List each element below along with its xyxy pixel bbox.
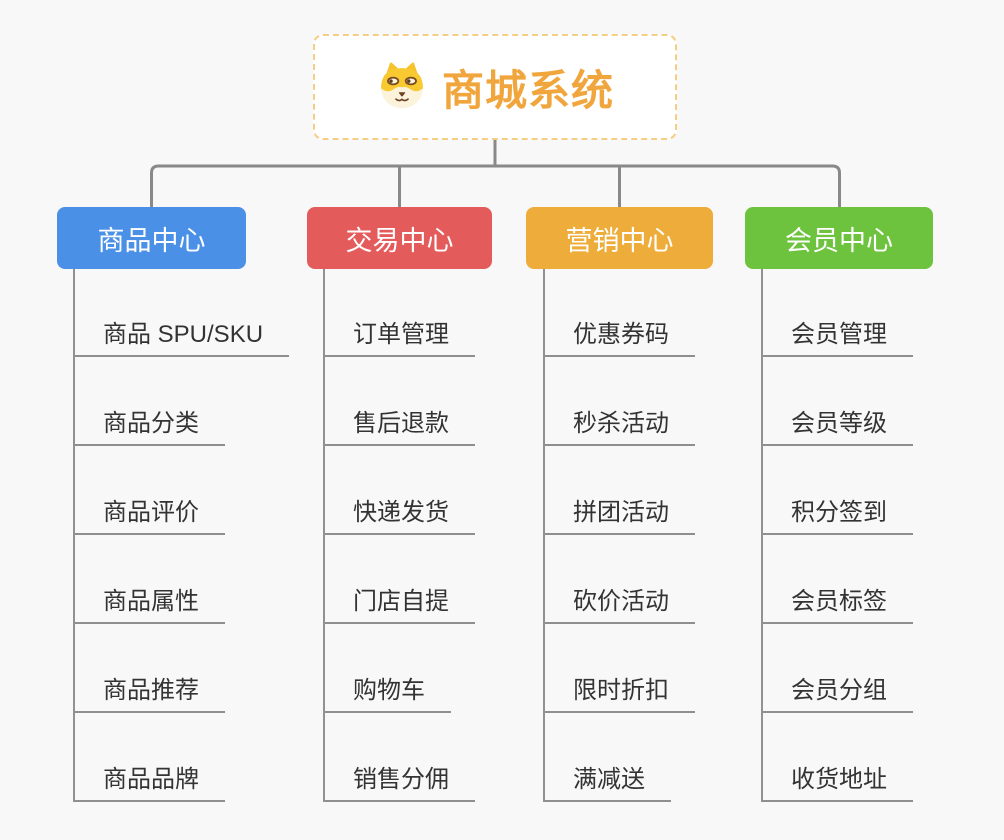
leaf-node-member-level[interactable]: 会员等级 bbox=[763, 398, 913, 446]
leaf-node-express-shipping[interactable]: 快递发货 bbox=[325, 487, 475, 535]
leaf-node-points-checkin[interactable]: 积分签到 bbox=[763, 487, 913, 535]
leaf-node-group-buy[interactable]: 拼团活动 bbox=[545, 487, 695, 535]
shiba-dog-icon bbox=[376, 60, 428, 115]
leaf-node-product-spu-sku[interactable]: 商品 SPU/SKU bbox=[75, 309, 290, 357]
leaf-node-member-group[interactable]: 会员分组 bbox=[763, 665, 913, 713]
branch-node-trade-center[interactable]: 交易中心 bbox=[307, 207, 492, 269]
leaf-node-limited-time-discount[interactable]: 限时折扣 bbox=[545, 665, 695, 713]
branch-column-product-center: 商品 SPU/SKU 商品分类 商品评价 商品属性 商品推荐 商品品牌 bbox=[73, 269, 325, 802]
leaf-node-product-brand[interactable]: 商品品牌 bbox=[75, 754, 225, 802]
branch-column-trade-center: 订单管理 售后退款 快递发货 门店自提 购物车 销售分佣 bbox=[323, 269, 575, 802]
leaf-node-aftersale-refund[interactable]: 售后退款 bbox=[325, 398, 475, 446]
branch-node-marketing-center[interactable]: 营销中心 bbox=[526, 207, 713, 269]
leaf-node-product-attribute[interactable]: 商品属性 bbox=[75, 576, 225, 624]
leaf-node-store-pickup[interactable]: 门店自提 bbox=[325, 576, 475, 624]
leaf-node-full-reduction[interactable]: 满减送 bbox=[545, 754, 671, 802]
leaf-node-shipping-address[interactable]: 收货地址 bbox=[763, 754, 913, 802]
leaf-node-shopping-cart[interactable]: 购物车 bbox=[325, 665, 451, 713]
root-title: 商城系统 bbox=[441, 66, 614, 114]
leaf-node-sales-commission[interactable]: 销售分佣 bbox=[325, 754, 475, 802]
leaf-node-product-category[interactable]: 商品分类 bbox=[75, 398, 225, 446]
leaf-node-member-tag[interactable]: 会员标签 bbox=[763, 576, 913, 624]
leaf-node-flash-sale[interactable]: 秒杀活动 bbox=[545, 398, 695, 446]
leaf-node-product-review[interactable]: 商品评价 bbox=[75, 487, 225, 535]
leaf-node-coupon-code[interactable]: 优惠券码 bbox=[545, 309, 695, 357]
branch-column-member-center: 会员管理 会员等级 积分签到 会员标签 会员分组 收货地址 bbox=[761, 269, 1004, 802]
branch-node-product-center[interactable]: 商品中心 bbox=[57, 207, 246, 269]
leaf-node-member-management[interactable]: 会员管理 bbox=[763, 309, 913, 357]
root-node-mall-system[interactable]: 商城系统 bbox=[313, 34, 677, 140]
leaf-node-order-management[interactable]: 订单管理 bbox=[325, 309, 475, 357]
leaf-node-bargain-activity[interactable]: 砍价活动 bbox=[545, 576, 695, 624]
branch-node-member-center[interactable]: 会员中心 bbox=[745, 207, 933, 269]
leaf-node-product-recommend[interactable]: 商品推荐 bbox=[75, 665, 225, 713]
branch-column-marketing-center: 优惠券码 秒杀活动 拼团活动 砍价活动 限时折扣 满减送 bbox=[543, 269, 795, 802]
